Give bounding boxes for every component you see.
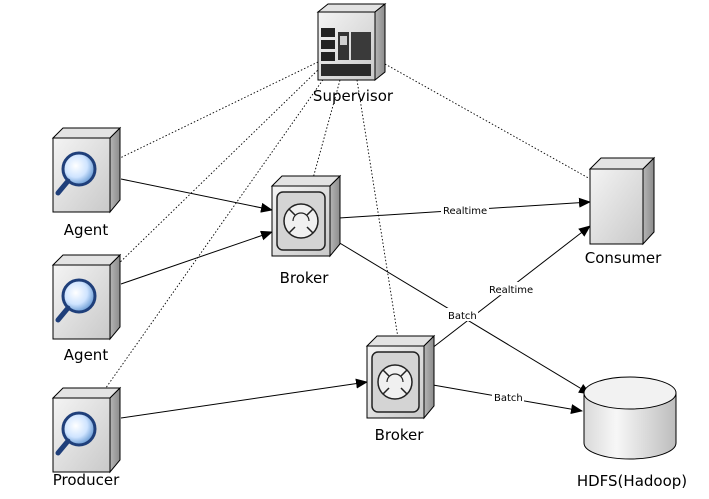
agent-node-2: Agent: [51, 253, 122, 364]
link-supervisor-broker-1: [311, 79, 341, 183]
rack-server-icon: [316, 2, 387, 82]
link-supervisor-broker-2: [356, 79, 399, 339]
svg-text:Realtime: Realtime: [489, 285, 533, 296]
edge-label-broker1-consumer: Realtime: [441, 203, 489, 217]
hdfs-label: HDFS(Hadoop): [577, 472, 687, 490]
server-box-icon: [588, 156, 656, 246]
broker-node-2: Broker: [365, 334, 436, 444]
producer-node: Producer: [51, 386, 122, 489]
producer-label: Producer: [53, 471, 120, 489]
edge-label-broker2-consumer: Realtime: [487, 282, 535, 296]
edge-agent1-broker1: [120, 178, 273, 213]
agent-1-label: Agent: [64, 221, 109, 239]
broker-server-icon: [365, 334, 436, 420]
svg-text:Batch: Batch: [494, 393, 523, 404]
consumer-node: Consumer: [585, 156, 662, 267]
monitor-server-icon: [51, 126, 122, 214]
supervisor-label: Supervisor: [313, 87, 394, 105]
edge-label-broker1-hdfs: Batch: [446, 308, 478, 322]
hdfs-node: HDFS(Hadoop): [577, 376, 687, 490]
link-supervisor-consumer: [384, 63, 593, 181]
flow-edges: [120, 178, 591, 419]
svg-text:Realtime: Realtime: [443, 206, 487, 217]
link-supervisor-agent-1: [119, 61, 319, 159]
consumer-label: Consumer: [585, 249, 662, 267]
database-cylinder-icon: [583, 376, 677, 460]
broker-server-icon: [270, 174, 342, 258]
broker-2-label: Broker: [375, 426, 425, 444]
broker-1-label: Broker: [280, 269, 330, 287]
svg-text:Batch: Batch: [448, 311, 477, 322]
edge-labels: Realtime Batch Realtime Batch: [441, 203, 535, 404]
monitor-server-icon: [51, 253, 122, 341]
agent-2-label: Agent: [64, 346, 109, 364]
monitor-server-icon: [51, 386, 122, 474]
supervisor-node: Supervisor: [313, 2, 394, 105]
broker-node-1: Broker: [270, 174, 342, 287]
edge-agent2-broker1: [120, 230, 273, 285]
agent-node-1: Agent: [51, 126, 122, 239]
edge-producer-broker2: [120, 378, 368, 419]
supervisor-links: [102, 61, 593, 393]
edge-label-broker2-hdfs: Batch: [492, 390, 524, 404]
